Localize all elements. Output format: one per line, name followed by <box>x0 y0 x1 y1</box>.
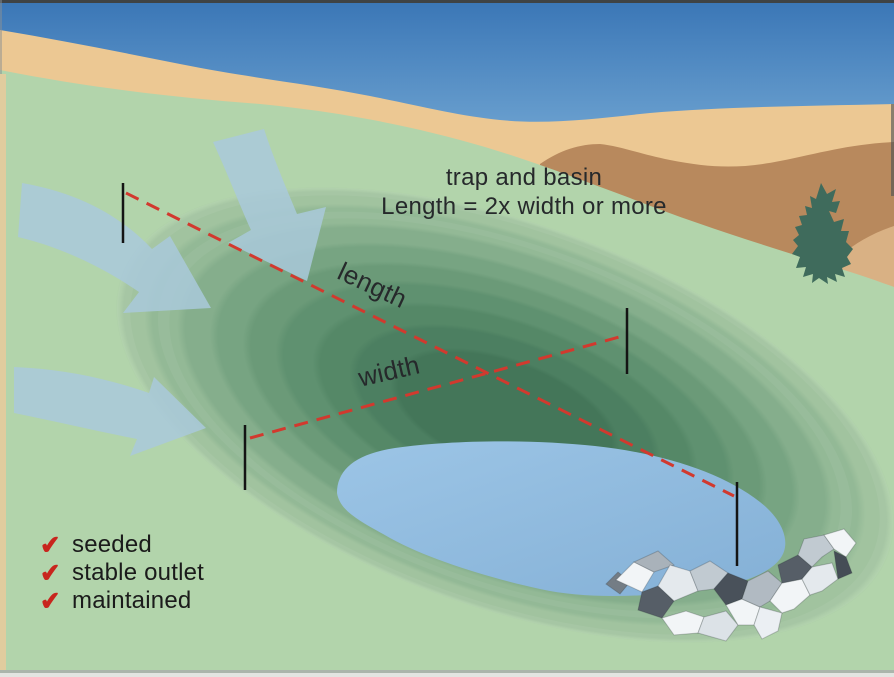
flow-arrow-icon <box>213 129 326 281</box>
checklist-item: ✔ stable outlet <box>39 558 205 588</box>
checkmark-icon: ✔ <box>39 530 62 560</box>
flow-arrow-icon <box>14 367 206 456</box>
sand-wedge <box>828 226 894 294</box>
bottom-border-line <box>0 670 894 673</box>
rock-outlet <box>605 528 857 642</box>
width-dimension-line <box>249 334 624 440</box>
flow-arrows <box>14 129 326 456</box>
pond <box>337 441 786 596</box>
flow-arrow-icon <box>18 183 211 313</box>
bottom-border-strip <box>0 673 894 677</box>
checkmark-icon: ✔ <box>39 558 62 588</box>
top-border <box>0 0 894 3</box>
right-border-line <box>891 104 894 196</box>
checklist-item: ✔ seeded <box>39 530 204 560</box>
checklist-item-label: seeded <box>72 531 152 558</box>
title-line-1: trap and basin <box>445 164 603 191</box>
checklist-item-label: stable outlet <box>72 559 205 586</box>
checkmark-icon: ✔ <box>39 586 62 616</box>
title-caption: trap and basin Length = 2x width or more <box>352 163 696 221</box>
pine-tree <box>792 183 853 284</box>
title-line-2: Length = 2x width or more <box>381 193 667 220</box>
survey-stakes <box>121 183 739 566</box>
checklist-item-label: maintained <box>72 587 192 614</box>
checklist: ✔ seeded ✔ stable outlet ✔ maintained <box>39 530 205 616</box>
left-border-strip <box>0 74 6 674</box>
checklist-item: ✔ maintained <box>39 586 204 616</box>
